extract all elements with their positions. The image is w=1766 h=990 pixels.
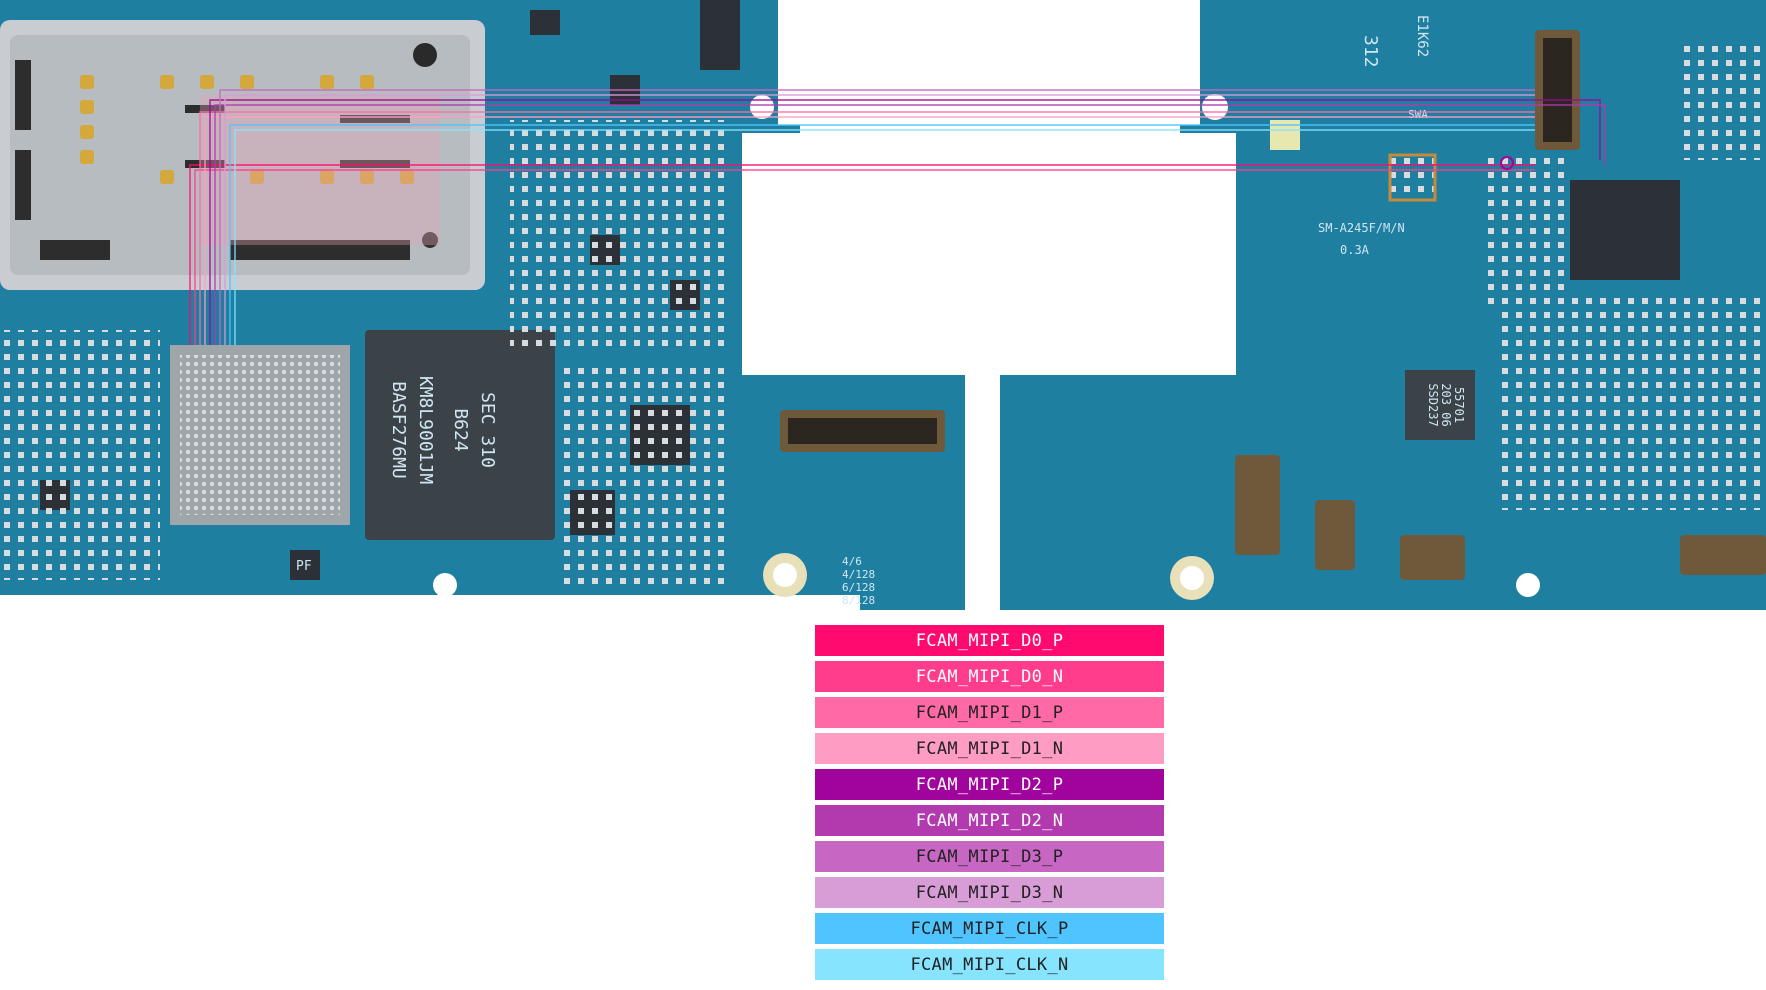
ram-label-2: B624 [450, 408, 471, 451]
swa-label: SWA [1408, 108, 1428, 121]
legend-item: FCAM_MIPI_D3_N [815, 877, 1164, 908]
ratio-label-1: 4/128 [842, 568, 875, 581]
legend-item: FCAM_MIPI_D0_P [815, 625, 1164, 656]
ic-right-label-2: 203 06 [1439, 383, 1453, 426]
small-ic-label: PF [296, 559, 312, 574]
model-label: SM-A245F/M/N [1318, 221, 1405, 235]
ratio-label-2: 6/128 [842, 581, 875, 594]
ratio-label-3: 8/128 [842, 594, 875, 607]
corner-code: E1K62 [1414, 15, 1430, 57]
qr-code [1388, 153, 1437, 202]
ic-right-label-3: SSD237 [1426, 383, 1440, 426]
legend-item: FCAM_MIPI_D2_N [815, 805, 1164, 836]
mipi-traces [189, 89, 1606, 345]
legend-item: FCAM_MIPI_CLK_N [815, 949, 1164, 980]
legend-item: FCAM_MIPI_D3_P [815, 841, 1164, 872]
ratio-label-0: 4/6 [842, 555, 862, 568]
legend-item: FCAM_MIPI_D1_P [815, 697, 1164, 728]
ic-right [1405, 370, 1475, 440]
ic-right-label-1: 55701 [1452, 387, 1466, 423]
legend-item: FCAM_MIPI_D2_P [815, 769, 1164, 800]
ram-label-1: SEC 310 [477, 392, 498, 468]
ram-label-3: KM8L9001JM [415, 376, 436, 485]
legend-item: FCAM_MIPI_D0_N [815, 661, 1164, 692]
signal-legend: FCAM_MIPI_D0_P FCAM_MIPI_D0_N FCAM_MIPI_D1… [815, 625, 1164, 985]
ram-label-4: BASF276MU [388, 381, 409, 479]
revision-label: 0.3A [1340, 243, 1370, 257]
board-code: 312 [1360, 35, 1381, 68]
legend-item: FCAM_MIPI_D1_N [815, 733, 1164, 764]
ram-chip [365, 330, 555, 540]
pcb-board-diagram: SEC 310 B624 KM8L9001JM BASF276MU 4/6 4/… [0, 0, 1766, 610]
legend-item: FCAM_MIPI_CLK_P [815, 913, 1164, 944]
pmic [1570, 180, 1680, 280]
